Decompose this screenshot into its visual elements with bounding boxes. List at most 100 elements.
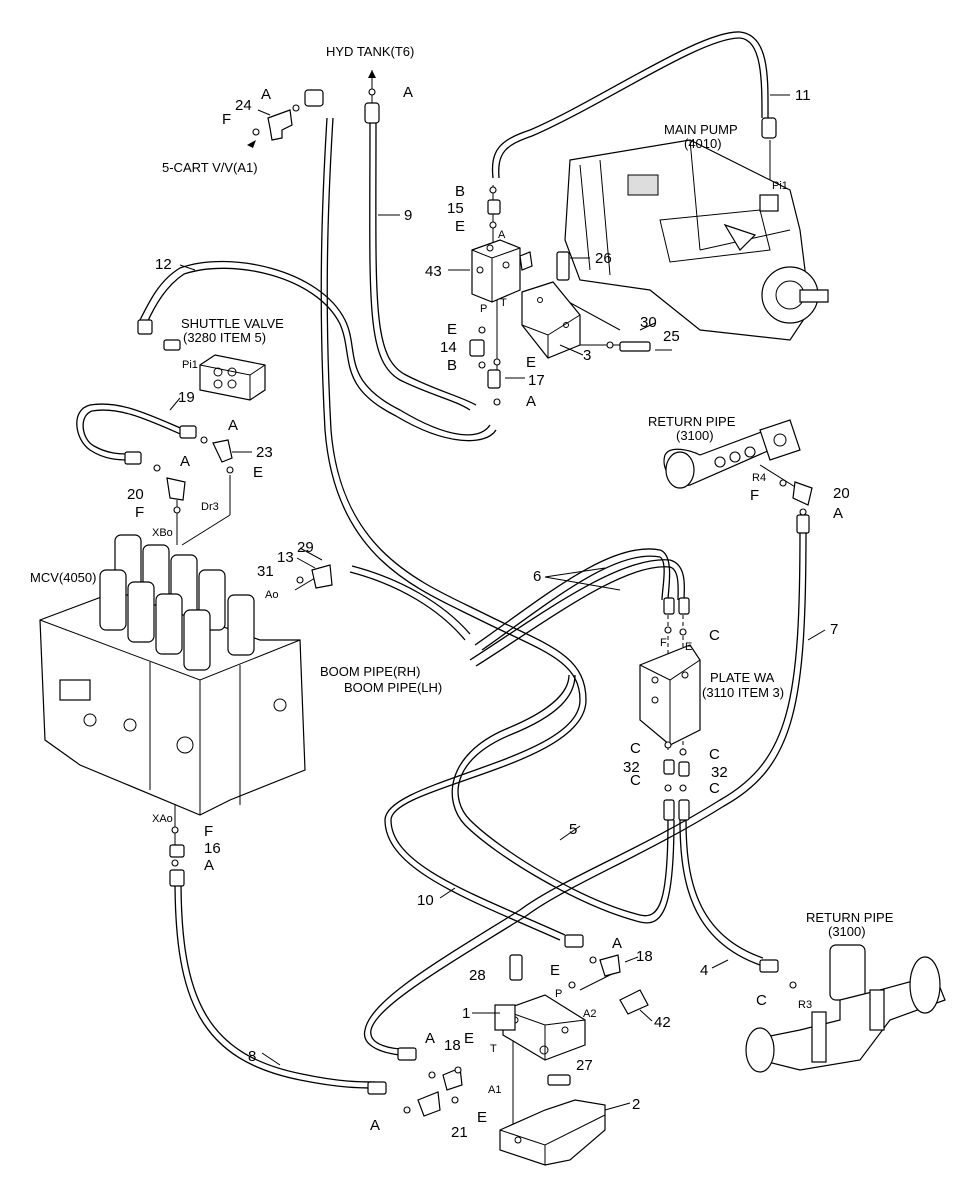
callout-26: 26 [595, 250, 612, 267]
leader-lines [169, 70, 826, 1111]
callout-18: 18 [636, 948, 653, 965]
callout-f: F [750, 487, 759, 504]
callout-14: 14 [440, 339, 457, 356]
component-labels: HYD TANK(T6) MAIN PUMP (4010) SHUTTLE VA… [30, 44, 894, 939]
callout-a: A [403, 84, 413, 101]
callout-31: 31 [257, 563, 274, 580]
callout-19: 19 [178, 389, 195, 406]
callout-29: 29 [297, 539, 314, 556]
callout-1: 1 [462, 1005, 470, 1022]
callout-18: 18 [444, 1037, 461, 1054]
callout-27: 27 [576, 1057, 593, 1074]
port-xbo: XBo [152, 527, 173, 539]
main-pump-code: (4010) [684, 136, 722, 151]
port-r3: R3 [798, 999, 812, 1011]
callout-8: 8 [248, 1048, 256, 1065]
port-r4: R4 [752, 472, 766, 484]
callout-e: E [477, 1109, 487, 1126]
callout-c: C [756, 992, 767, 1009]
main-pump-label: MAIN PUMP [664, 122, 738, 137]
plate-wa-drawing [639, 644, 701, 746]
callout-a: A [370, 1117, 380, 1134]
plate-wa-code: (3110 ITEM 3) [702, 685, 784, 700]
callout-16: 16 [204, 840, 221, 857]
bracket-2 [499, 1099, 606, 1166]
shuttle-valve-label: SHUTTLE VALVE [181, 316, 284, 331]
callout-e: E [253, 464, 263, 481]
callout-28: 28 [469, 967, 486, 984]
return-pipe-upper-label: RETURN PIPE [648, 414, 736, 429]
fittings [124, 89, 813, 1117]
callout-32: 32 [711, 764, 728, 781]
callout-3: 3 [583, 347, 591, 364]
mcv-drawing [39, 534, 306, 816]
callout-c: C [630, 772, 641, 789]
callout-13: 13 [277, 549, 294, 566]
callout-32: 32 [623, 759, 640, 776]
hyd-tank-label: HYD TANK(T6) [326, 44, 414, 59]
callout-e: E [464, 1030, 474, 1047]
callout-11: 11 [795, 87, 811, 104]
valve-block-43 [471, 239, 533, 303]
callout-e: E [455, 218, 465, 235]
port-ao: Ao [265, 589, 278, 601]
callout-5: 5 [569, 821, 577, 838]
callout-a: A [261, 86, 271, 103]
main-pump-drawing [564, 139, 829, 341]
callout-17: 17 [528, 372, 545, 389]
port-a2-lower: A2 [583, 1008, 596, 1020]
port-pi1-pump: Pi1 [772, 180, 788, 192]
callout-c: C [709, 780, 720, 797]
port-dr3: Dr3 [201, 501, 219, 513]
boom-pipe-rh-label: BOOM PIPE(RH) [320, 664, 420, 679]
callout-e: E [526, 354, 536, 371]
port-a-block: A [498, 229, 506, 241]
shuttle-valve-drawing [199, 354, 266, 401]
return-pipe-lower-label: RETURN PIPE [806, 910, 894, 925]
port-f-plate: F [660, 637, 667, 649]
callout-6: 6 [533, 568, 541, 585]
callout-e: E [447, 321, 457, 338]
mcv-label: MCV(4050) [30, 570, 96, 585]
return-pipe-lower-drawing [745, 944, 946, 1073]
callout-23: 23 [256, 444, 273, 461]
callout-c: C [709, 746, 720, 763]
callout-a: A [180, 453, 190, 470]
callout-e: E [550, 962, 560, 979]
callout-a: A [425, 1030, 435, 1047]
return-pipe-lower-code: (3100) [828, 924, 866, 939]
port-t-block: T [500, 297, 507, 309]
callout-20: 20 [127, 486, 144, 503]
callout-2: 2 [632, 1096, 640, 1113]
callout-21: 21 [451, 1124, 468, 1141]
callout-a: A [526, 393, 536, 410]
return-pipe-upper-code: (3100) [676, 428, 714, 443]
valve-block-1 [494, 994, 586, 1061]
hoses [76, 31, 807, 1089]
port-e-plate: E [685, 641, 692, 653]
callout-c: C [709, 627, 720, 644]
shuttle-valve-code: (3280 ITEM 5) [183, 330, 266, 345]
port-p-block: P [480, 303, 487, 315]
callout-9: 9 [404, 207, 412, 224]
port-a1-lower: A1 [488, 1084, 501, 1096]
port-pi1-shuttle: Pi1 [182, 359, 198, 371]
bracket-3 [521, 281, 581, 359]
port-p-lower: P [555, 988, 562, 1000]
callout-a: A [228, 417, 238, 434]
o-rings [153, 88, 807, 1114]
port-labels: Pi1 Pi1 A P T XBo Dr3 Ao XAo R4 R3 P T A… [152, 180, 812, 1096]
callout-30: 30 [640, 314, 657, 331]
callout-25: 25 [663, 328, 680, 345]
callout-10: 10 [417, 892, 434, 909]
callout-a: A [204, 857, 214, 874]
callout-f: F [204, 823, 213, 840]
callout-42: 42 [654, 1014, 671, 1031]
return-pipe-upper-drawing [663, 419, 801, 489]
plate-wa-label: PLATE WA [710, 670, 775, 685]
callout-b: B [447, 357, 457, 374]
port-t-lower: T [490, 1043, 497, 1055]
cart-valve-label: 5-CART V/V(A1) [162, 160, 258, 175]
